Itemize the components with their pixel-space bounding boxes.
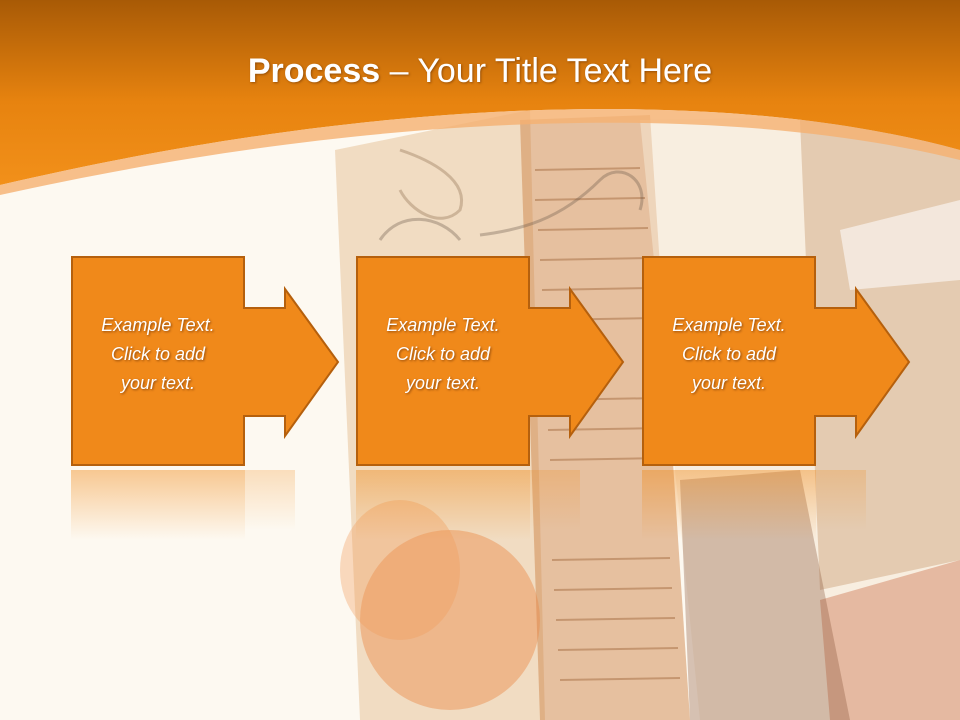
- step-arrow-shape: [356, 256, 625, 466]
- step-2-arrow-reflection: [530, 470, 580, 530]
- process-step-3[interactable]: Example Text. Click to add your text.: [642, 256, 911, 466]
- step-text[interactable]: Example Text. Click to add your text.: [356, 311, 530, 398]
- title-dash: –: [380, 52, 418, 90]
- step-text-line-3: your text.: [691, 373, 767, 393]
- step-1-arrow-reflection: [245, 470, 295, 530]
- step-2-reflection: [356, 470, 530, 540]
- step-text-line-2: Click to add: [681, 344, 777, 364]
- step-text[interactable]: Example Text. Click to add your text.: [642, 311, 816, 398]
- process-step-2[interactable]: Example Text. Click to add your text.: [356, 256, 625, 466]
- step-arrow-shape: [71, 256, 340, 466]
- step-text-line-1: Example Text.: [386, 315, 500, 335]
- step-text-line-1: Example Text.: [101, 315, 215, 335]
- title-bold: Process: [247, 52, 381, 90]
- step-arrow-shape: [642, 256, 911, 466]
- step-text-line-2: Click to add: [110, 344, 206, 364]
- title-rest: Your Title Text Here: [417, 52, 713, 90]
- step-3-reflection: [642, 470, 816, 540]
- step-text-line-2: Click to add: [395, 344, 491, 364]
- step-text-line-1: Example Text.: [672, 315, 786, 335]
- step-3-arrow-reflection: [816, 470, 866, 530]
- process-step-1[interactable]: Example Text. Click to add your text.: [71, 256, 340, 466]
- slide-title[interactable]: Process – Your Title Text Here: [0, 52, 960, 91]
- step-text-line-3: your text.: [120, 373, 196, 393]
- step-text[interactable]: Example Text. Click to add your text.: [71, 311, 245, 398]
- step-text-line-3: your text.: [405, 373, 481, 393]
- step-1-reflection: [71, 470, 245, 540]
